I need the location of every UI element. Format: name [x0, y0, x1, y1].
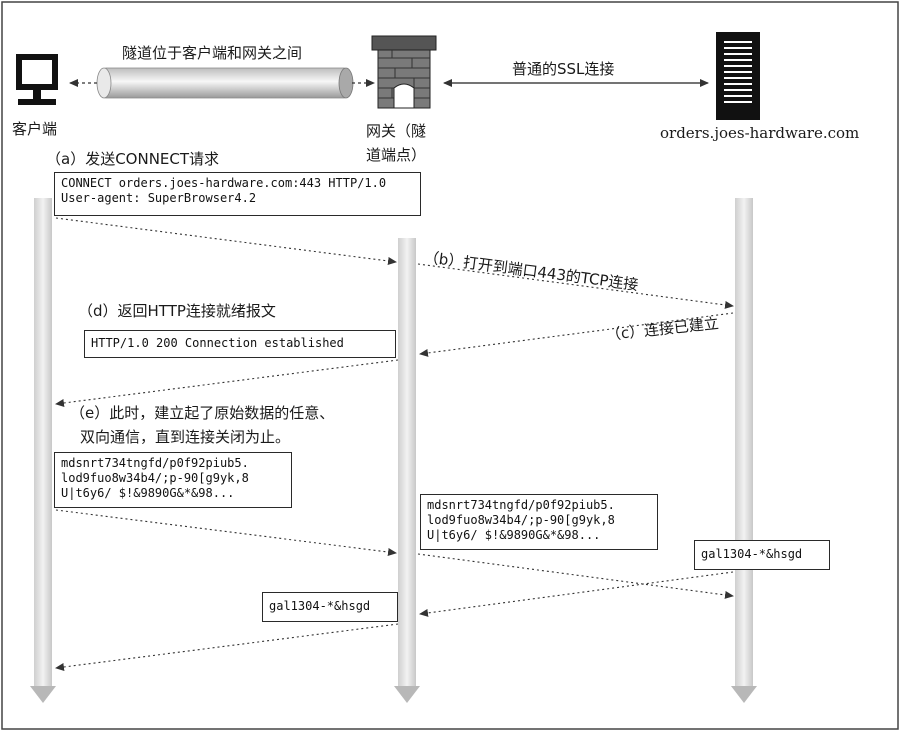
arrow-reply-gateway-to-client — [55, 623, 399, 671]
gateway-lifeline — [394, 238, 420, 703]
server-label: orders.joes-hardware.com — [660, 124, 860, 142]
gateway-label-line1: 网关（隧 — [366, 122, 427, 140]
step-e-label-line2: 双向通信，直到连接关闭为止。 — [80, 428, 291, 446]
tunnel-tube — [69, 67, 375, 99]
raw-data-line: lod9fuo8w34b4/;p-90[g9yk,8 — [427, 513, 615, 527]
raw-data-client-box: mdsnrt734tngfd/p0f92piub5. lod9fuo8w34b4… — [54, 452, 292, 508]
raw-data-line: U|t6y6/ $!&9890G&*&98... — [427, 528, 601, 542]
arrow-connect-request — [55, 217, 397, 265]
reply-line: gal1304-*&hsgd — [269, 599, 371, 613]
step-a-label: （a）发送CONNECT请求 — [46, 150, 220, 168]
arrow-reply-server-to-gateway — [419, 571, 734, 617]
connect-request-box: CONNECT orders.joes-hardware.com:443 HTT… — [54, 172, 421, 216]
ssl-connection-label: 普通的SSL连接 — [512, 60, 615, 78]
raw-data-line: U|t6y6/ $!&9890G&*&98... — [61, 486, 235, 500]
reply-server-box: gal1304-*&hsgd — [694, 540, 830, 570]
arrow-raw-data-client-to-gateway — [55, 509, 397, 556]
raw-data-line: mdsnrt734tngfd/p0f92piub5. — [427, 498, 615, 512]
step-d-label: （d）返回HTTP连接就绪报文 — [78, 302, 276, 320]
connection-established-line: HTTP/1.0 200 Connection established — [91, 336, 344, 350]
gateway-brick-icon — [371, 35, 437, 109]
reply-gateway-box: gal1304-*&hsgd — [262, 592, 398, 622]
reply-line: gal1304-*&hsgd — [701, 547, 803, 561]
connect-request-line: CONNECT orders.joes-hardware.com:443 HTT… — [61, 176, 387, 190]
connect-request-line: User-agent: SuperBrowser4.2 — [61, 191, 257, 205]
step-e-label-line1: （e）此时，建立起了原始数据的任意、 — [70, 404, 335, 422]
client-lifeline — [30, 198, 56, 703]
raw-data-line: mdsnrt734tngfd/p0f92piub5. — [61, 456, 249, 470]
arrow-return-ready — [55, 359, 399, 407]
client-label: 客户端 — [12, 120, 58, 138]
server-icon — [716, 32, 760, 120]
server-lifeline — [731, 198, 757, 703]
computer-icon — [16, 54, 58, 105]
raw-data-line: lod9fuo8w34b4/;p-90[g9yk,8 — [61, 471, 249, 485]
gateway-label-line2: 道端点） — [366, 146, 427, 164]
raw-data-gateway-box: mdsnrt734tngfd/p0f92piub5. lod9fuo8w34b4… — [420, 494, 658, 550]
arrow-raw-data-gateway-to-server — [417, 553, 734, 599]
connection-established-box: HTTP/1.0 200 Connection established — [84, 330, 396, 358]
tunnel-label: 隧道位于客户端和网关之间 — [122, 44, 303, 62]
